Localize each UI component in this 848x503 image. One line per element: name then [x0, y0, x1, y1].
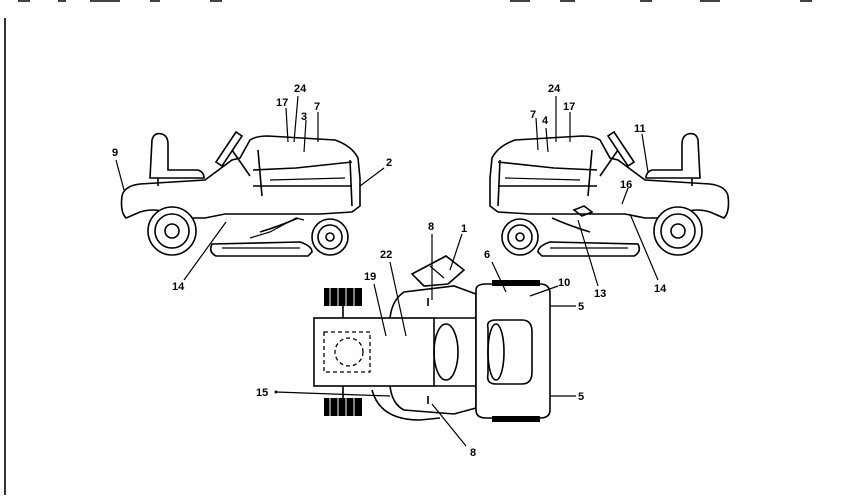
callout-14: 14: [654, 283, 667, 295]
right-mower-illustration: [489, 130, 730, 257]
left-mower-leaders: [115, 95, 385, 281]
callout-8: 8: [470, 447, 476, 459]
callout-5: 5: [578, 391, 584, 403]
top-edge-marks: [4, 0, 812, 495]
callout-5: 5: [578, 301, 584, 313]
callout-22: 22: [380, 249, 392, 261]
right-mower-leaders: [535, 96, 659, 287]
top-view-leaders: [274, 233, 576, 447]
callout-8: 8: [428, 221, 434, 233]
callout-7: 7: [314, 101, 320, 113]
callout-13: 13: [594, 288, 606, 300]
callout-19: 19: [364, 271, 376, 283]
callout-17: 17: [276, 97, 288, 109]
callout-4: 4: [542, 115, 549, 127]
callout-24: 24: [294, 83, 307, 95]
callout-15: 15: [256, 387, 268, 399]
top-view-callouts: 8 1 22 19 6 10 5 5 15 8: [256, 221, 584, 459]
callout-17: 17: [563, 101, 575, 113]
left-mower-illustration: [120, 130, 361, 257]
callout-16: 16: [620, 179, 632, 191]
callout-14: 14: [172, 281, 185, 293]
top-view-illustration: [313, 255, 551, 422]
callout-7: 7: [530, 109, 536, 121]
callout-11: 11: [634, 123, 646, 135]
callout-2: 2: [386, 157, 392, 169]
callout-24: 24: [548, 83, 561, 95]
callout-10: 10: [558, 277, 570, 289]
left-mower-callouts: 24 17 3 7 9 2 14: [112, 83, 392, 293]
callout-3: 3: [301, 111, 307, 123]
callout-1: 1: [461, 223, 467, 235]
callout-6: 6: [484, 249, 490, 261]
right-mower-callouts: 24 7 4 17 11 16 13 14: [530, 83, 667, 300]
callout-9: 9: [112, 147, 118, 159]
